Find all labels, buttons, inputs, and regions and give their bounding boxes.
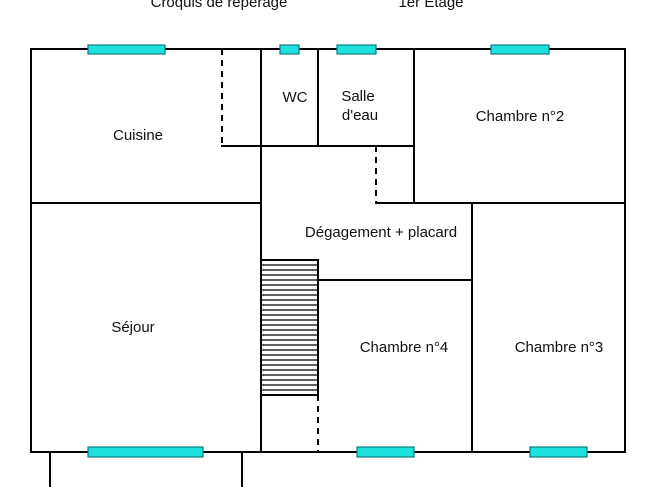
room-label-cuisine: Cuisine [113, 127, 163, 144]
room-label-sejour: Séjour [111, 319, 154, 336]
window-sejour [87, 446, 204, 458]
window-wc [279, 44, 300, 55]
windows [87, 44, 588, 458]
window-cuisine [87, 44, 166, 55]
floor-label: 1er Etage [398, 0, 463, 11]
window-chambre3 [529, 446, 588, 458]
outer-wall [30, 48, 626, 453]
window-salle-eau [336, 44, 377, 55]
window-chambre4 [356, 446, 415, 458]
room-label-salle-eau-line2: d'eau [342, 107, 378, 124]
room-label-salle-eau-line1: Salle [341, 88, 374, 105]
stair-box [260, 259, 319, 396]
room-label-chambre4: Chambre n°4 [360, 339, 449, 356]
balcony [49, 452, 243, 487]
room-label-wc: WC [283, 89, 308, 106]
window-chambre2 [490, 44, 550, 55]
staircase [260, 259, 319, 396]
stair-treads [262, 264, 317, 391]
room-label-degagement: Dégagement + placard [305, 224, 457, 241]
dashed-partitions [221, 49, 377, 452]
room-label-chambre3: Chambre n°3 [515, 339, 604, 356]
plan-title: Croquis de repérage [151, 0, 288, 11]
room-label-chambre2: Chambre n°2 [476, 108, 565, 125]
